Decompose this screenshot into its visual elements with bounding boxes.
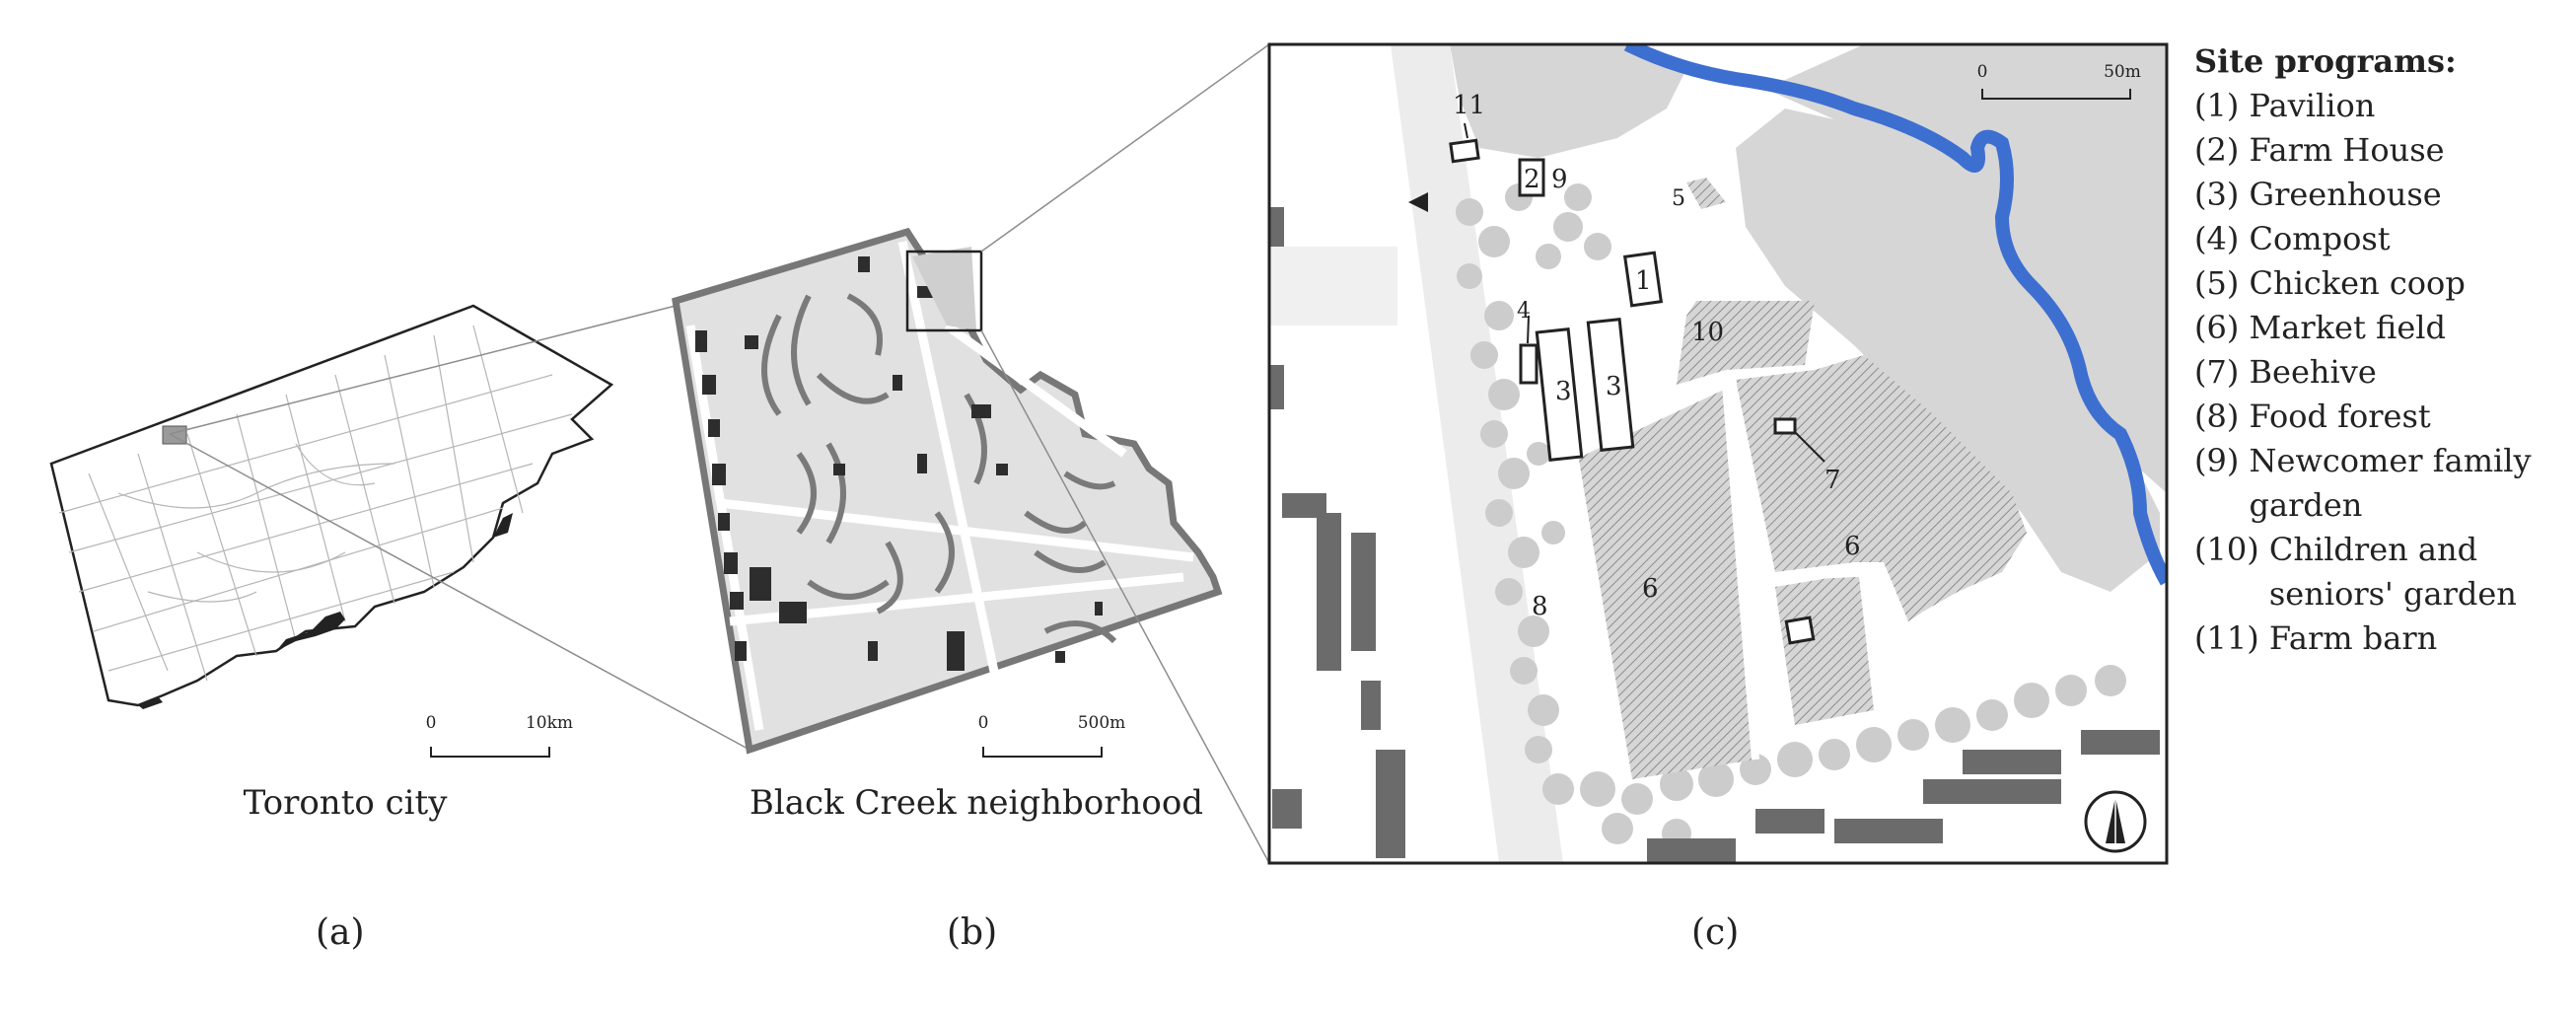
neighborhood-buildings bbox=[695, 256, 1103, 671]
legend-item: (10) Children and seniors' garden bbox=[2194, 528, 2569, 616]
scale-a-zero: 0 bbox=[426, 713, 437, 733]
scale-bar-c: 0 50m bbox=[1977, 62, 2141, 100]
north-arrow-icon bbox=[2084, 790, 2147, 853]
legend-item-name: Farm barn bbox=[2268, 619, 2438, 657]
panel-letter-b: (b) bbox=[947, 912, 998, 953]
legend-item-name: Pavilion bbox=[2249, 87, 2376, 124]
legend-item: (11) Farm barn bbox=[2194, 616, 2569, 661]
legend-item-number: (10) bbox=[2194, 531, 2269, 568]
site-label-1: 1 bbox=[1635, 266, 1652, 296]
black-creek-map bbox=[672, 227, 1223, 755]
legend-item-name: Compost bbox=[2249, 220, 2391, 257]
toronto-waterfront bbox=[276, 612, 345, 651]
legend-item-number: (4) bbox=[2194, 220, 2250, 257]
legend-item-number: (7) bbox=[2194, 353, 2250, 391]
site-label-5: 5 bbox=[1672, 186, 1685, 211]
legend-item-name: Newcomer family garden bbox=[2249, 442, 2532, 524]
site-label-8: 8 bbox=[1532, 592, 1548, 621]
black-creek-stream bbox=[1623, 44, 2167, 586]
scale-b-zero: 0 bbox=[978, 713, 989, 733]
toronto-city-map bbox=[49, 304, 614, 709]
site-label-10: 10 bbox=[1691, 318, 1724, 347]
legend-item-name: Beehive bbox=[2249, 353, 2377, 391]
structure-beehive bbox=[1773, 417, 1797, 435]
site-locator-box bbox=[905, 250, 983, 332]
site-plan-frame bbox=[1267, 42, 2169, 865]
residential-streets bbox=[761, 293, 1117, 644]
structure-farm-house bbox=[1518, 158, 1545, 197]
structure-greenhouse-b bbox=[1586, 318, 1635, 452]
legend-item-number: (11) bbox=[2194, 619, 2269, 657]
site-plan-map: 0 50m 11 2 9 5 1 4 10 3 3 7 6 6 8 bbox=[1267, 42, 2169, 865]
site-label-6a: 6 bbox=[1642, 574, 1659, 604]
legend-item: (6) Market field bbox=[2194, 306, 2569, 350]
toronto-outline bbox=[49, 304, 614, 707]
legend-item-number: (3) bbox=[2194, 176, 2250, 213]
scale-c-zero: 0 bbox=[1977, 62, 1988, 82]
panel-letter-a: (a) bbox=[316, 912, 365, 953]
legend-item-name: Greenhouse bbox=[2249, 176, 2442, 213]
structure-field-box bbox=[1784, 616, 1816, 645]
site-label-3b: 3 bbox=[1606, 372, 1622, 401]
legend-title: Site programs: bbox=[2194, 42, 2457, 80]
site-programs-legend: Site programs: (1) Pavilion(2) Farm Hous… bbox=[2194, 39, 2569, 661]
scale-a-end: 10km bbox=[526, 713, 573, 733]
connector-a-b bbox=[169, 305, 751, 751]
legend-item-name: Market field bbox=[2249, 309, 2447, 346]
structure-farm-barn bbox=[1449, 138, 1480, 164]
structure-greenhouse-a bbox=[1535, 327, 1584, 462]
scale-c-end: 50m bbox=[2104, 62, 2141, 82]
hatched-fields bbox=[1578, 178, 2027, 779]
site-structures bbox=[1449, 138, 1816, 645]
legend-items: (1) Pavilion(2) Farm House(3) Greenhouse… bbox=[2194, 84, 2569, 661]
site-label-4: 4 bbox=[1517, 299, 1531, 324]
structure-compost bbox=[1519, 343, 1538, 385]
caption-a: Toronto city bbox=[244, 783, 449, 823]
legend-item: (7) Beehive bbox=[2194, 350, 2569, 395]
legend-item-number: (6) bbox=[2194, 309, 2250, 346]
site-label-3a: 3 bbox=[1555, 377, 1572, 406]
legend-item: (4) Compost bbox=[2194, 217, 2569, 261]
legend-item-name: Food forest bbox=[2249, 398, 2431, 435]
site-label-11: 11 bbox=[1453, 91, 1485, 120]
scale-bar-a: 0 10km bbox=[426, 713, 573, 758]
tree-masses bbox=[1450, 44, 2167, 592]
surrounding-buildings bbox=[1269, 207, 2160, 863]
connector-b-c bbox=[980, 43, 1270, 864]
entrance-triangle-icon bbox=[1408, 192, 1428, 212]
site-label-7: 7 bbox=[1825, 466, 1841, 495]
creek-area bbox=[912, 247, 976, 330]
legend-item-name: Children and seniors' garden bbox=[2268, 531, 2517, 613]
legend-item-number: (9) bbox=[2194, 442, 2250, 479]
legend-item: (1) Pavilion bbox=[2194, 84, 2569, 128]
site-label-2: 2 bbox=[1524, 165, 1540, 194]
caption-b: Black Creek neighborhood bbox=[750, 783, 1203, 823]
legend-item: (9) Newcomer family garden bbox=[2194, 439, 2569, 528]
legend-item-number: (5) bbox=[2194, 264, 2250, 302]
legend-item-number: (1) bbox=[2194, 87, 2250, 124]
legend-item-number: (2) bbox=[2194, 131, 2250, 169]
legend-item: (5) Chicken coop bbox=[2194, 261, 2569, 306]
site-label-6b: 6 bbox=[1844, 532, 1861, 561]
scale-b-end: 500m bbox=[1078, 713, 1126, 733]
legend-item-name: Farm House bbox=[2249, 131, 2445, 169]
legend-item-number: (8) bbox=[2194, 398, 2250, 435]
structure-pavilion bbox=[1622, 251, 1664, 308]
site-number-labels: 11 2 9 5 1 4 10 3 3 7 6 6 8 bbox=[1453, 91, 1861, 621]
panel-letter-c: (c) bbox=[1691, 912, 1740, 953]
legend-item: (2) Farm House bbox=[2194, 128, 2569, 173]
legend-item: (8) Food forest bbox=[2194, 395, 2569, 439]
scale-bar-b: 0 500m bbox=[978, 713, 1126, 758]
legend-item-name: Chicken coop bbox=[2249, 264, 2466, 302]
toronto-ward-lines bbox=[58, 325, 573, 682]
legend-item: (3) Greenhouse bbox=[2194, 173, 2569, 217]
site-label-9: 9 bbox=[1551, 165, 1568, 194]
